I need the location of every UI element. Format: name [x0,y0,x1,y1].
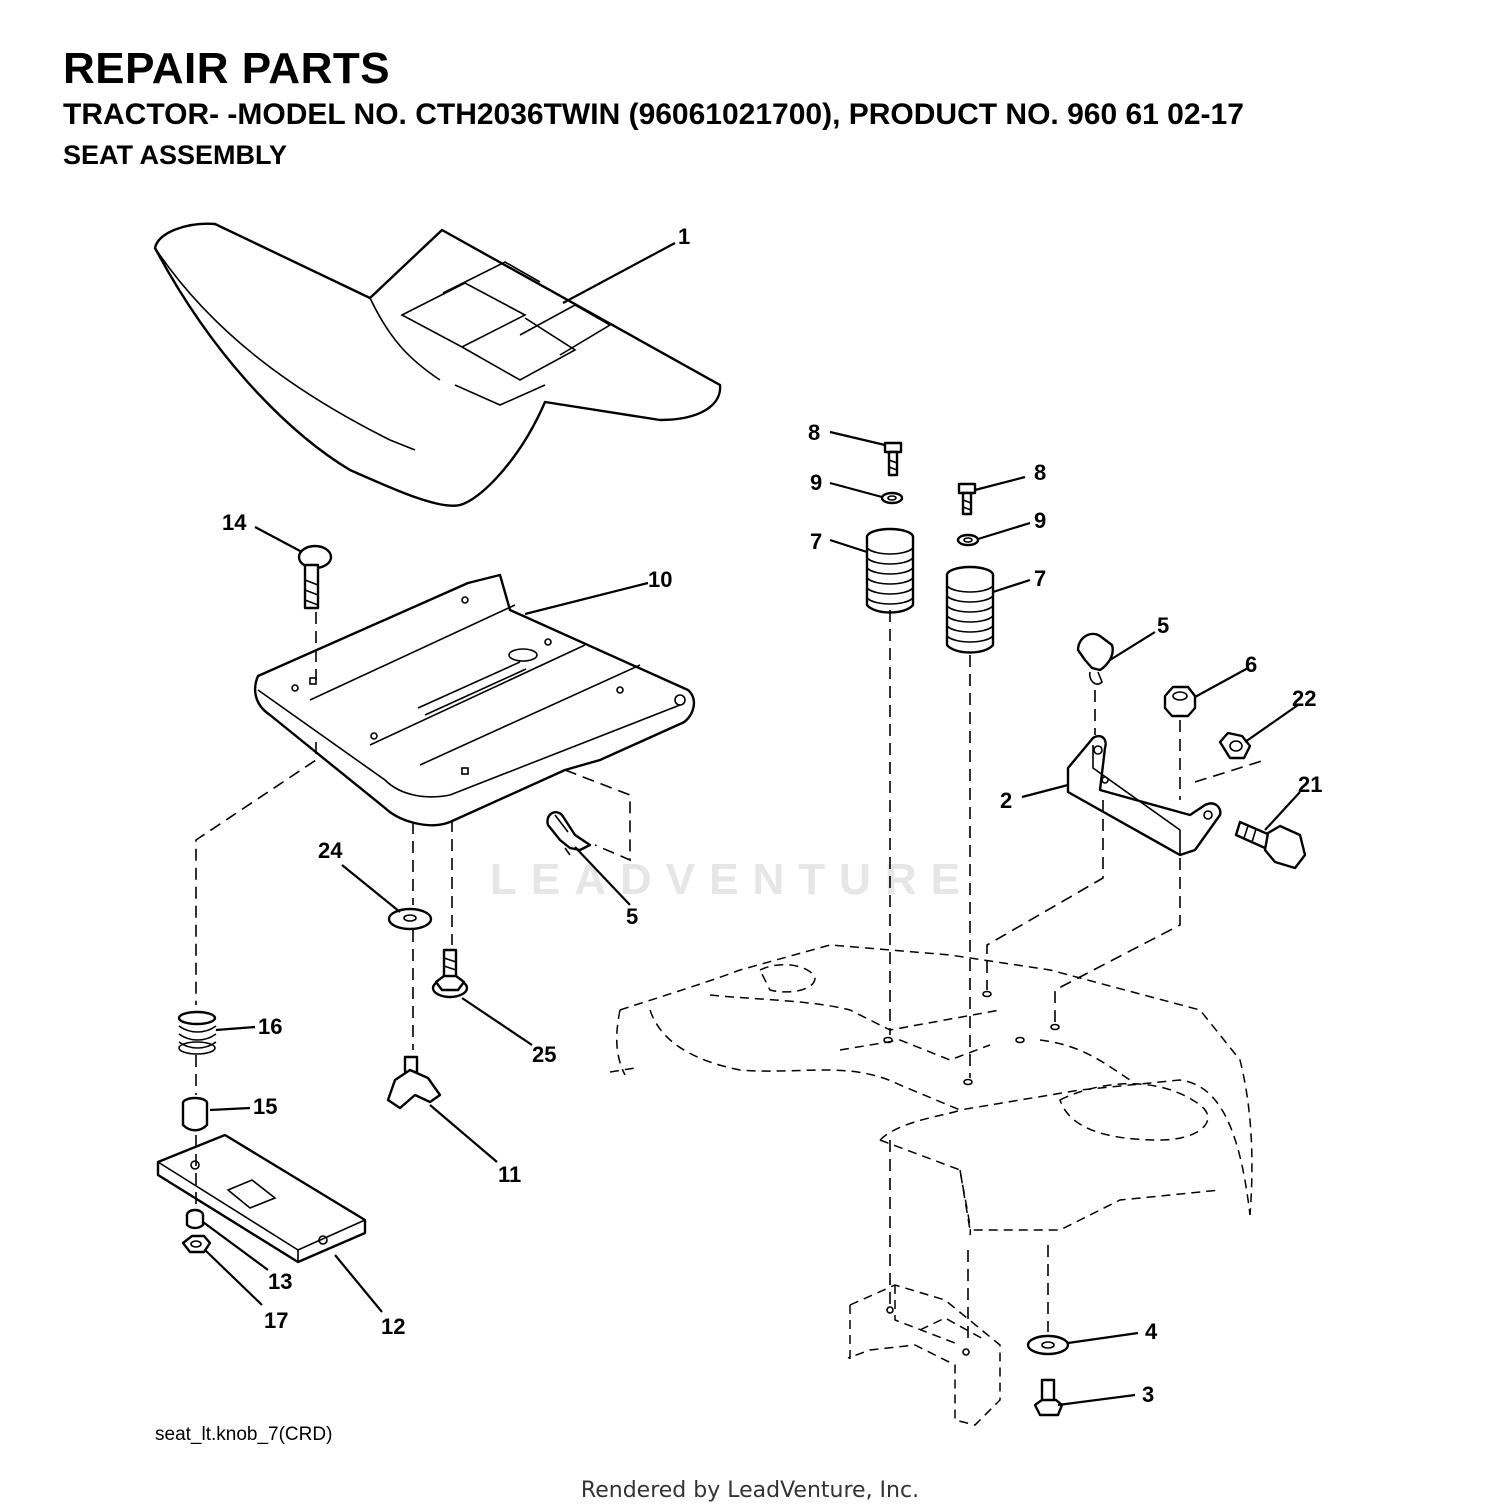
clip-5-right-part [1076,632,1114,685]
callout-15: 15 [253,1094,277,1119]
washer-4-part [1026,1334,1070,1356]
nut-6-part [1163,685,1197,718]
callout-9-left: 9 [810,470,822,495]
callout-12: 12 [381,1314,405,1339]
slide-plate-part [156,1133,367,1264]
spring-7-left-part [865,527,915,614]
tractor-fender-phantom [609,944,1253,1236]
clip-5-left-part [546,811,592,856]
watermark-text: LEADVENTURE [490,855,975,904]
bolt-3-part [1033,1378,1064,1417]
spring-7-right-part [945,565,995,654]
callout-16: 16 [258,1014,282,1039]
callout-8-right: 8 [1034,460,1046,485]
drawing-id: seat_lt.knob_7(CRD) [155,1424,333,1445]
page-title: REPAIR PARTS [63,44,391,93]
callout-17: 17 [264,1308,288,1333]
tractor-mount-phantom [847,1284,1001,1426]
callout-7-right: 7 [1034,566,1046,591]
callout-9-right: 9 [1034,508,1046,533]
chassis-holes [883,990,1060,1086]
washer-9-right-part [956,533,980,547]
callout-3: 3 [1142,1382,1154,1407]
callout-7-left: 7 [810,529,822,554]
washer-9-left-part [880,491,904,505]
spring-part [177,1010,217,1055]
shoulder-bolt-part [431,948,469,999]
knob-part [386,1055,442,1110]
callout-numbers: 1 8 8 9 9 7 7 14 10 5 6 22 2 21 5 24 16 … [222,224,1322,1407]
bracket-part [1066,734,1222,857]
bolt-8-right-part [957,482,977,516]
callout-21: 21 [1298,772,1322,797]
seat-pan-part [254,573,696,827]
nut-17-part [181,1234,212,1254]
callout-5-left: 5 [626,904,638,929]
washer-24-part [387,907,433,931]
callout-13: 13 [268,1269,292,1294]
callout-10: 10 [648,567,672,592]
callout-14: 14 [222,510,247,535]
callout-11: 11 [498,1162,521,1187]
callout-6: 6 [1245,652,1257,677]
nut-22-part [1218,731,1252,760]
callout-4: 4 [1145,1319,1158,1344]
model-subtitle: TRACTOR- -MODEL NO. CTH2036TWIN (9606102… [63,98,1244,131]
assembly-lines [195,610,1266,1345]
bolt-8-left-part [883,441,903,477]
callout-2: 2 [1000,788,1012,813]
section-title: SEAT ASSEMBLY [63,140,288,170]
callout-1: 1 [678,224,690,249]
callout-8-left: 8 [808,420,820,445]
leader-lines [202,242,1301,1407]
callout-25: 25 [532,1042,556,1067]
callout-24: 24 [318,838,343,863]
nut-13-part [185,1208,205,1230]
shoulder-bolt-21-part [1234,820,1307,870]
callout-5-right: 5 [1157,613,1169,638]
carriage-bolt-part [297,544,333,610]
seat-part [153,222,722,507]
callout-22: 22 [1292,686,1316,711]
spacer-part [181,1096,209,1132]
rendered-by-credit: Rendered by LeadVenture, Inc. [580,1478,920,1503]
